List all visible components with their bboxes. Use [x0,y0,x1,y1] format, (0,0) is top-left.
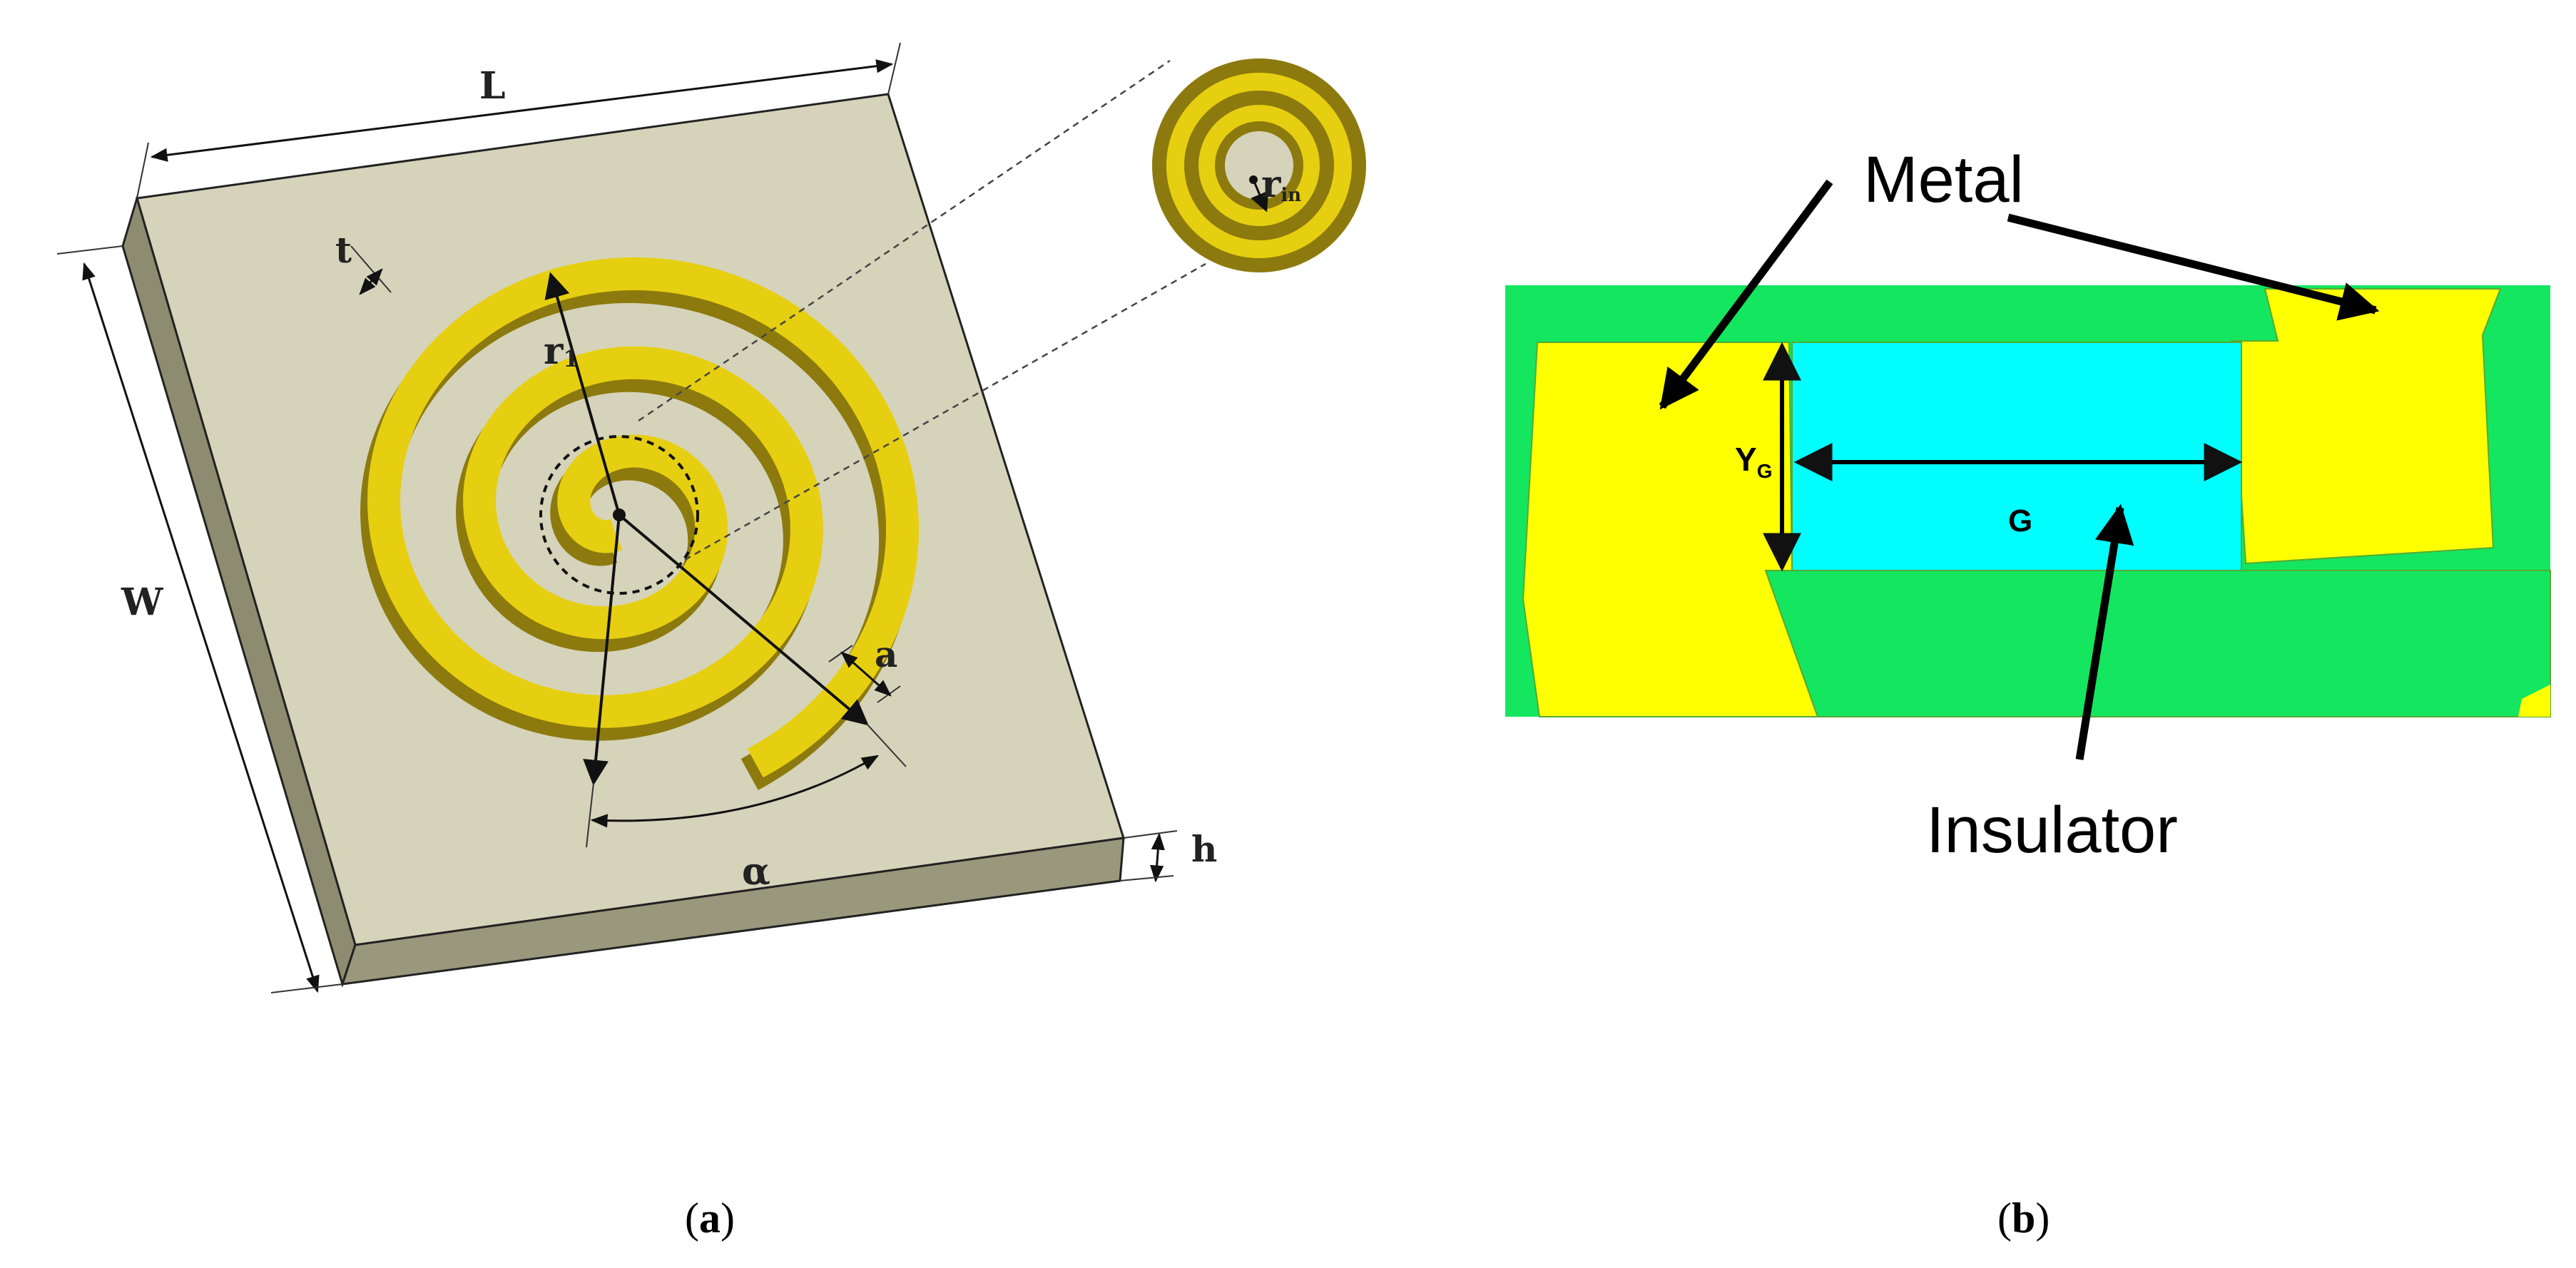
metal-right [2230,288,2502,565]
angle-end-line [618,513,869,726]
angle-start-line [583,514,621,786]
zoom-leader-top [638,59,1171,422]
length-label: L [479,64,506,108]
caption-a: (a) [685,1195,735,1242]
panel-b: YG G Metal Insulator [1505,143,2551,866]
strip-width-label: a [875,633,897,675]
angle-label: α [742,850,770,894]
inner-region-circle [539,435,699,595]
length-dimension [150,59,894,162]
height-label: h [1191,828,1217,870]
green-lower [1764,570,2551,717]
zoom-leader-bottom [684,262,1206,561]
gap-label: G [2008,503,2032,538]
strip-width-dimension [840,651,892,697]
zoom-inset: rin [1152,58,1366,272]
metal-label: Metal [1863,143,2024,216]
substrate-top [136,93,1125,946]
inner-radius-label: rin [1261,163,1301,206]
gap-height-label: YG [1735,441,1772,482]
spiral-antenna [360,257,919,790]
metal-arrow-right [2007,213,2380,321]
insulator-label: Insulator [1926,794,2178,866]
outer-radius-line [544,272,621,516]
spiral-metal [367,257,919,778]
thickness-label: t [335,229,352,271]
insulator-arrow [2075,503,2134,760]
height-dimension [1150,832,1165,883]
width-dimension [82,262,320,993]
metal-arrow-left [1659,179,1833,410]
outer-radius-label: r1 [544,329,579,373]
width-label: W [121,581,164,624]
panel-a: rin L W h t r1 a [56,42,1366,993]
angle-arc [590,755,880,828]
caption-b: (b) [1997,1195,2050,1242]
